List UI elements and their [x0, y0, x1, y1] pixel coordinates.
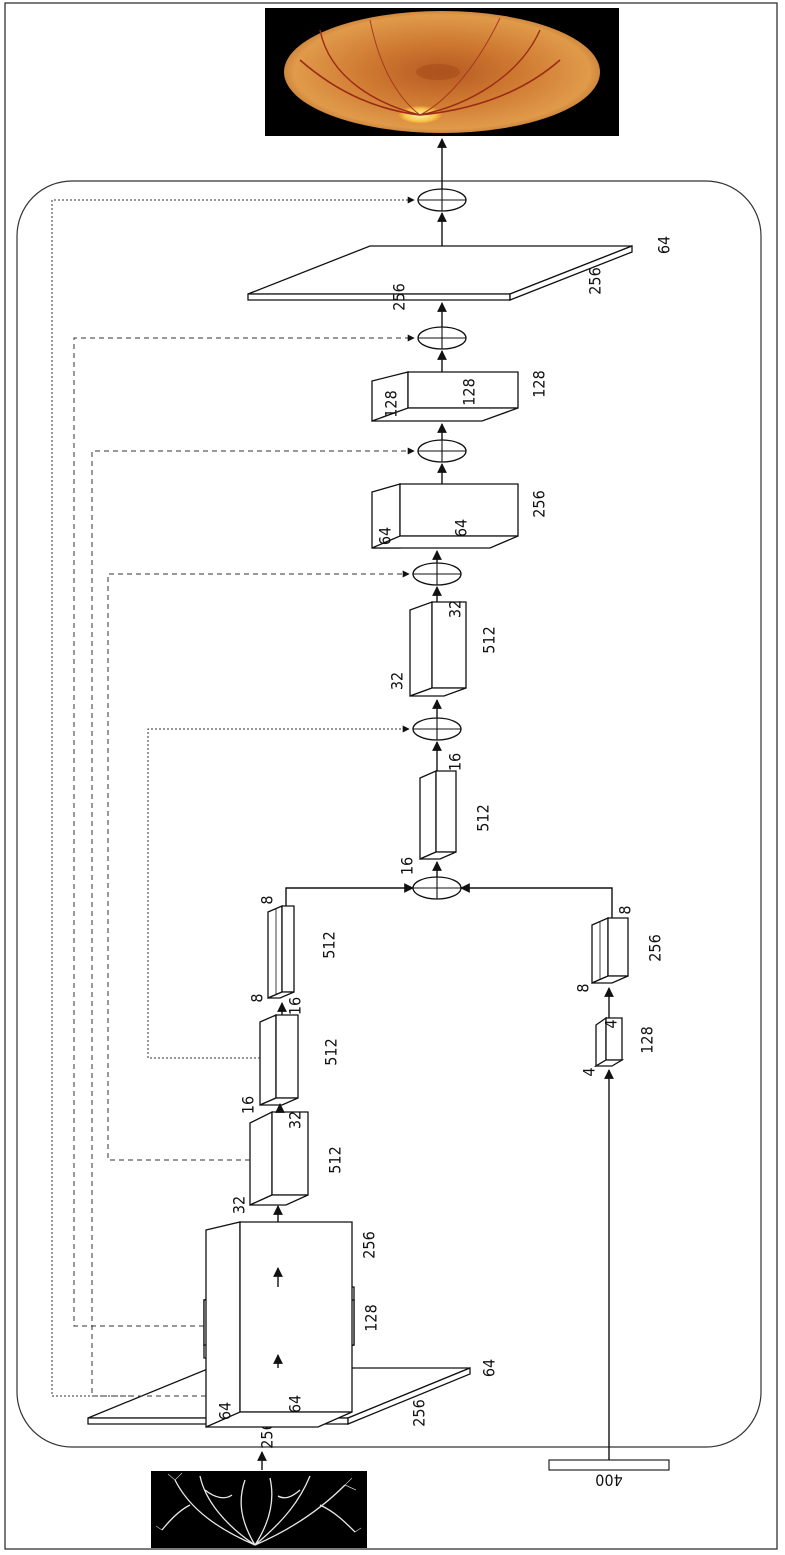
encoder-block-6: 8 8 512	[248, 895, 339, 1002]
generator-container	[16, 180, 762, 1448]
noise-block-2-dim-a: 8	[574, 983, 593, 992]
encoder-block-5: 16 16 512	[239, 997, 341, 1114]
encoder-block-4-dim-a: 32	[230, 1196, 249, 1214]
skip-connections	[51, 196, 415, 1397]
decoder-block-2-dim-c: 512	[480, 626, 499, 653]
concat-operator-skip-1	[417, 188, 467, 212]
encoder-block-5-dim-c: 512	[322, 1038, 341, 1065]
flow-arrows	[257, 138, 614, 1470]
decoder-block-4-dim-a: 128	[382, 390, 401, 417]
decoder-block-2: 32 32 512	[388, 600, 499, 697]
decoder-block-1-dim-c: 512	[474, 804, 493, 831]
noise-input-label: 400	[595, 1471, 622, 1490]
concat-operator-skip-3	[417, 439, 467, 463]
concat-operator-skip-4	[412, 562, 462, 586]
encoder-block-4: 32 32 512	[230, 1111, 345, 1214]
encoder-block-2-dim-c: 128	[362, 1304, 381, 1331]
noise-block-2-dim-b: 8	[616, 905, 635, 914]
decoder-block-4: 128 128 128	[371, 370, 549, 422]
decoder-block-2-dim-a: 32	[388, 672, 407, 690]
decoder-block-4-dim-b: 128	[460, 378, 479, 405]
output-fundus-image	[265, 8, 619, 136]
decoder-block-4-dim-c: 128	[530, 370, 549, 397]
encoder-block-6-dim-c: 512	[320, 931, 339, 958]
concat-operator-bottleneck	[412, 876, 462, 900]
encoder-block-3-dim-b: 64	[286, 1395, 305, 1413]
decoder-block-3-dim-a: 64	[376, 527, 395, 545]
encoder-block-1-dim-a: 256	[258, 1421, 277, 1448]
noise-block-2: 8 8 256	[574, 905, 665, 992]
encoder-block-1-dim-c: 64	[480, 1359, 499, 1377]
encoder-block-5-dim-a: 16	[239, 1096, 258, 1114]
noise-block-1-dim-a: 4	[580, 1067, 599, 1076]
encoder-block-4-dim-c: 512	[326, 1146, 345, 1173]
decoder-block-1-dim-b: 16	[446, 753, 465, 771]
encoder-block-1-dim-b: 256	[410, 1399, 429, 1426]
encoder-block-6-dim-b: 8	[258, 895, 277, 904]
noise-block-1-dim-c: 128	[638, 1026, 657, 1053]
noise-input-vector: 400	[548, 1459, 670, 1490]
noise-block-1: 4 4 128	[580, 1016, 657, 1077]
encoder-block-3-dim-a: 64	[216, 1402, 235, 1420]
decoder-block-5-dim-a: 256	[390, 283, 409, 310]
encoder-block-3-dim-c: 256	[360, 1231, 379, 1258]
decoder-block-5: 256 256 64	[247, 236, 674, 311]
concat-operator-skip-2	[417, 326, 467, 350]
input-vessel-image	[151, 1471, 367, 1548]
noise-block-1-dim-b: 4	[602, 1019, 621, 1028]
decoder-block-1: 16 16 512	[398, 753, 493, 875]
decoder-block-5-dim-b: 256	[586, 267, 605, 294]
encoder-block-3: 64 64 256	[205, 1221, 379, 1428]
page-frame	[4, 2, 778, 1550]
encoder-block-6-dim-a: 8	[248, 993, 267, 1002]
decoder-block-5-dim-c: 64	[655, 236, 674, 254]
decoder-block-3: 64 64 256	[371, 483, 549, 549]
encoder-block-4-dim-b: 32	[286, 1111, 305, 1129]
decoder-block-2-dim-b: 32	[446, 600, 465, 618]
noise-block-2-dim-c: 256	[646, 934, 665, 961]
decoder-block-1-dim-a: 16	[398, 857, 417, 875]
decoder-block-3-dim-c: 256	[530, 490, 549, 517]
concat-operator-skip-5	[412, 717, 462, 741]
decoder-block-3-dim-b: 64	[452, 519, 471, 537]
encoder-block-5-dim-b: 16	[286, 997, 305, 1015]
